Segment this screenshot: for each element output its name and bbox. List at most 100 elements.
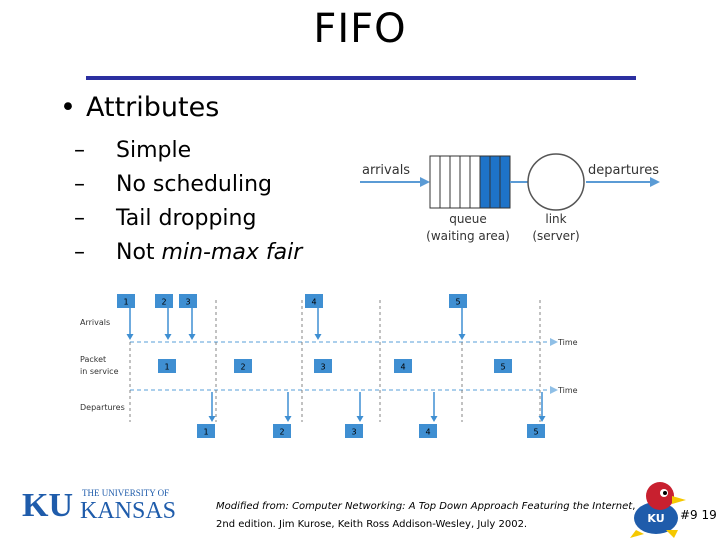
departure-packet-label: 1 xyxy=(203,428,208,437)
queue-sublabel: (waiting area) xyxy=(426,229,510,243)
service-packet-label: 2 xyxy=(240,363,245,372)
arrival-packet-label: 3 xyxy=(185,298,190,307)
item-text-italic: min-max fair xyxy=(161,240,303,265)
logo-bottom-text: KANSAS xyxy=(80,498,176,522)
arrival-packet-box xyxy=(449,294,467,308)
service-packet-label: 3 xyxy=(320,363,325,372)
credit-prefix: Modified from: xyxy=(216,501,293,512)
credit-line-2: 2nd edition. Jim Kurose, Keith Ross Addi… xyxy=(216,519,528,530)
mascot-text: KU xyxy=(647,512,664,525)
service-packet-label: 1 xyxy=(164,363,169,372)
slide-number: #9 19 xyxy=(680,508,717,522)
departure-packet-label: 4 xyxy=(425,428,430,437)
time-label-bottom: Time xyxy=(557,386,578,395)
departure-packet-box xyxy=(345,424,363,438)
service-packet-box xyxy=(314,359,332,373)
attribute-item: – Tail dropping xyxy=(74,202,302,236)
arrivals-label: arrivals xyxy=(362,163,410,178)
queue-label: queue xyxy=(449,212,487,226)
logo-ku-text: KU xyxy=(22,487,73,522)
credit-book-title: Computer Networking: A Top Down Approach… xyxy=(292,501,633,512)
item-text: Tail dropping xyxy=(116,206,257,231)
time-label-top: Time xyxy=(557,338,578,347)
queue-cell-empty xyxy=(439,155,451,209)
arrival-packet-box xyxy=(155,294,173,308)
departure-packet-box xyxy=(527,424,545,438)
arrival-packet-box xyxy=(117,294,135,308)
item-dash: – xyxy=(74,172,85,197)
jayhawk-mascot-icon: KU xyxy=(630,482,686,538)
arrival-packet-label: 1 xyxy=(123,298,128,307)
arrival-packet-label: 5 xyxy=(455,298,460,307)
queue-cell-empty xyxy=(429,155,441,209)
arrival-packet-label: 2 xyxy=(161,298,166,307)
bullet-label: Attributes xyxy=(86,92,220,123)
departure-packet-box xyxy=(273,424,291,438)
attribute-item: – No scheduling xyxy=(74,168,302,202)
arrival-arrowhead-icon xyxy=(420,177,430,187)
departure-arrowhead-icon xyxy=(430,416,438,422)
departure-arrowhead-icon xyxy=(284,416,292,422)
item-dash: – xyxy=(74,138,85,163)
queue-buffer xyxy=(429,155,511,209)
queue-cell-empty xyxy=(469,155,481,209)
queue-cell-empty xyxy=(459,155,471,209)
attribute-list: – Simple – No scheduling – Tail dropping – N… xyxy=(74,134,302,270)
link-sublabel: (server) xyxy=(532,229,579,243)
departure-arrowhead-icon xyxy=(538,416,546,422)
row-label-arrivals: Arrivals xyxy=(80,318,110,327)
title-underline xyxy=(86,76,636,80)
item-dash: – xyxy=(74,240,85,265)
link-server-circle xyxy=(527,153,585,211)
queue-cell-filled xyxy=(479,155,491,209)
departure-packet-box xyxy=(197,424,215,438)
service-packet-box xyxy=(234,359,252,373)
link-label: link xyxy=(545,212,566,226)
credit-line-1: Modified from: Computer Networking: A To… xyxy=(216,498,636,516)
credit-comma: , xyxy=(632,501,636,512)
item-text: Simple xyxy=(116,138,192,163)
departure-arrowhead-icon xyxy=(208,416,216,422)
university-logo: KU THE UNIVERSITY OF KANSAS xyxy=(22,487,176,522)
slide-title: FIFO xyxy=(313,6,407,52)
arrival-arrowhead-icon xyxy=(188,334,196,340)
attribute-item: – Simple xyxy=(74,134,302,168)
timeline-marks: 1 2 3 4 5 1 2 3 4 5 1 2 3 4 5 xyxy=(117,294,546,438)
bullet-attributes: • Attributes xyxy=(60,92,219,123)
departure-packet-label: 5 xyxy=(533,428,538,437)
arrival-packet-label: 4 xyxy=(311,298,316,307)
item-dash: – xyxy=(74,206,85,231)
departure-packet-label: 2 xyxy=(279,428,284,437)
arrival-arrowhead-icon xyxy=(126,334,134,340)
arrival-arrowhead-icon xyxy=(314,334,322,340)
departure-packet-label: 3 xyxy=(351,428,356,437)
service-packet-box xyxy=(394,359,412,373)
service-packet-label: 5 xyxy=(500,363,505,372)
queue-cell-filled xyxy=(489,155,501,209)
queue-cell-filled xyxy=(499,155,511,209)
fifo-timeline: Arrivals Packet in service Departures Ti… xyxy=(80,294,578,438)
item-text: No scheduling xyxy=(116,172,272,197)
departure-arrowhead-icon xyxy=(650,177,660,187)
row-label-in-service: in service xyxy=(80,367,119,376)
departures-label: departures xyxy=(588,163,659,178)
attribute-item: – Not min-max fair xyxy=(74,236,302,270)
row-label-departures: Departures xyxy=(80,403,125,412)
departure-arrowhead-icon xyxy=(356,416,364,422)
item-text: Not xyxy=(116,240,162,265)
row-label-packet: Packet xyxy=(80,355,106,364)
queue-cell-empty xyxy=(449,155,461,209)
service-packet-box xyxy=(494,359,512,373)
bullet-dot: • xyxy=(60,92,76,123)
queue-diagram: arrivals departures queue (waiting area)… xyxy=(360,153,660,243)
service-packet-box xyxy=(158,359,176,373)
arrival-arrowhead-icon xyxy=(164,334,172,340)
service-packet-label: 4 xyxy=(400,363,405,372)
credit-text: Modified from: Computer Networking: A To… xyxy=(216,498,636,534)
time-axis-top-arrowhead-icon xyxy=(550,338,558,346)
arrival-arrowhead-icon xyxy=(458,334,466,340)
arrival-packet-box xyxy=(179,294,197,308)
logo-top-text: THE UNIVERSITY OF xyxy=(82,488,169,498)
departure-packet-box xyxy=(419,424,437,438)
arrival-packet-box xyxy=(305,294,323,308)
